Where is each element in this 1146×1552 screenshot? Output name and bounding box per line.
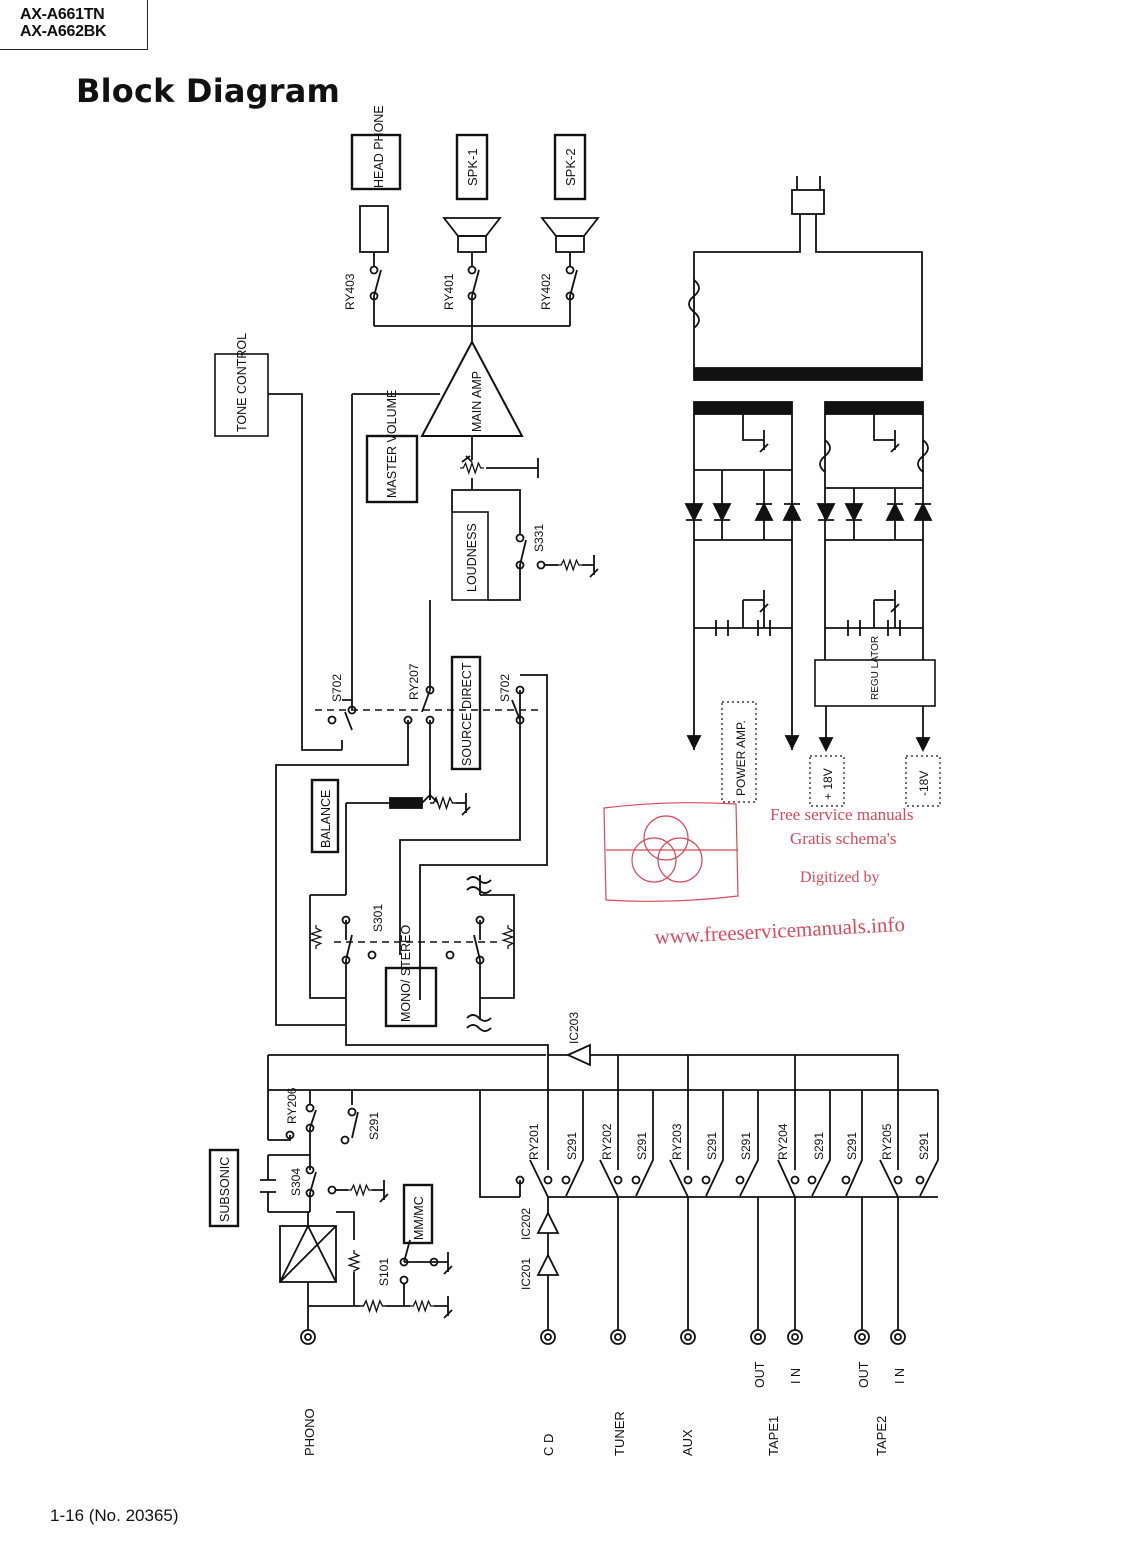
- relay-contacts-output: [369, 252, 578, 342]
- label-tape1-out: OUT: [753, 1361, 767, 1388]
- ic202-icon: [536, 1210, 560, 1234]
- label-spk1: SPK-1: [465, 148, 480, 186]
- label-headphone: HEAD PHONE: [372, 105, 386, 188]
- label-tape1-in: I N: [789, 1368, 803, 1384]
- page-footer: 1-16 (No. 20365): [50, 1506, 179, 1525]
- speaker-2-icon: [540, 217, 600, 253]
- watermark-url: www.freeservicemanuals.info: [654, 912, 905, 949]
- minus18v-box: [905, 755, 941, 807]
- label-subsonic: SUBSONIC: [218, 1157, 232, 1222]
- label-mm-mc: MM/MC: [412, 1196, 426, 1240]
- label-tape2: TAPE2: [874, 1416, 889, 1456]
- transformer-core: [693, 367, 923, 381]
- label-s291-2: S291: [635, 1132, 649, 1160]
- label-s291-6: S291: [845, 1132, 859, 1160]
- label-tuner: TUNER: [612, 1411, 627, 1456]
- watermark-line-1: Free service manuals: [770, 805, 914, 824]
- watermark-line-3: Digitized by: [800, 869, 880, 886]
- label-ry201: RY201: [527, 1123, 541, 1160]
- plus18v-box: [809, 755, 845, 807]
- label-master-volume: MASTER VOLUME: [385, 390, 399, 498]
- label-minus18v: -18V: [917, 771, 931, 796]
- model-number-2: AX-A662BK: [20, 23, 107, 40]
- label-spk2: SPK-2: [563, 148, 578, 186]
- label-s304: S304: [289, 1168, 303, 1196]
- master-volume-box: [365, 434, 419, 504]
- input-selector-switches: [515, 1055, 939, 1198]
- label-ic201: IC201: [519, 1258, 533, 1290]
- loudness-box: [451, 511, 489, 601]
- source-direct-box: [450, 655, 482, 771]
- label-loudness: LOUDNESS: [465, 523, 479, 592]
- label-ry205: RY205: [880, 1123, 894, 1160]
- label-s301: S301: [371, 904, 385, 932]
- subsonic-box: [208, 1148, 240, 1228]
- label-ic202: IC202: [519, 1208, 533, 1240]
- ic201-icon: [536, 1252, 560, 1276]
- ic203-icon: [565, 1043, 591, 1067]
- label-tape2-in: I N: [893, 1368, 907, 1384]
- label-ry402: RY402: [539, 273, 553, 310]
- label-ry206: RY206: [285, 1087, 299, 1124]
- headphone-box: [350, 133, 402, 191]
- label-s331: S331: [532, 524, 546, 552]
- regulator-box: [814, 659, 936, 707]
- balance-pot: [389, 797, 423, 809]
- label-cd: C D: [541, 1434, 556, 1456]
- label-s291-7: S291: [917, 1132, 931, 1160]
- page-title: Block Diagram: [76, 72, 341, 110]
- tone-control-box: [214, 353, 269, 437]
- model-box: AX-A661TN AX-A662BK: [0, 0, 148, 50]
- input-jacks: [300, 1329, 906, 1345]
- label-main-amp: MAIN AMP: [470, 371, 484, 432]
- fuse-icon: [688, 279, 700, 329]
- label-s291-3: S291: [705, 1132, 719, 1160]
- label-tone-control: TONE CONTROL: [235, 333, 249, 432]
- label-ry202: RY202: [600, 1123, 614, 1160]
- spk2-box: [553, 133, 587, 201]
- label-s291-phono: S291: [367, 1112, 381, 1140]
- watermark-logo-icon: [603, 802, 739, 902]
- label-regulator: REGU LATOR: [870, 636, 881, 700]
- label-s101: S101: [377, 1258, 391, 1286]
- watermark: Free service manuals Gratis schema's Dig…: [603, 802, 914, 949]
- mm-mc-box: [402, 1183, 434, 1245]
- label-s291-4: S291: [739, 1132, 753, 1160]
- label-power-amp: POWER AMP.: [734, 720, 748, 796]
- watermark-line-2: Gratis schema's: [790, 829, 896, 848]
- label-phono: PHONO: [302, 1408, 317, 1456]
- label-aux: AUX: [680, 1429, 695, 1456]
- label-s702-right: S702: [498, 674, 512, 702]
- label-mono-stereo: MONO/ STEREO: [399, 924, 413, 1022]
- model-number-1: AX-A661TN: [20, 6, 105, 23]
- label-ry207: RY207: [407, 663, 421, 700]
- label-s291-1: S291: [565, 1132, 579, 1160]
- ac-plug-icon: [693, 176, 923, 368]
- label-ry204: RY204: [776, 1123, 790, 1160]
- label-tape2-out: OUT: [857, 1361, 871, 1388]
- power-amp-box: [721, 701, 757, 803]
- spk1-box: [455, 133, 489, 201]
- label-source-direct: SOURCE DIRECT: [460, 662, 474, 766]
- label-ic203: IC203: [567, 1012, 581, 1044]
- label-ry403: RY403: [343, 273, 357, 310]
- mono-stereo-box: [384, 966, 438, 1028]
- label-ry401: RY401: [442, 273, 456, 310]
- balance-box: [310, 778, 340, 854]
- headphone-jack-icon: [359, 205, 389, 253]
- label-tape1: TAPE1: [766, 1416, 781, 1456]
- label-s702-left: S702: [330, 674, 344, 702]
- label-s291-5: S291: [812, 1132, 826, 1160]
- label-balance: BALANCE: [319, 790, 333, 848]
- label-ry203: RY203: [670, 1123, 684, 1160]
- label-plus18v: + 18V: [821, 768, 835, 800]
- speaker-1-icon: [442, 217, 502, 253]
